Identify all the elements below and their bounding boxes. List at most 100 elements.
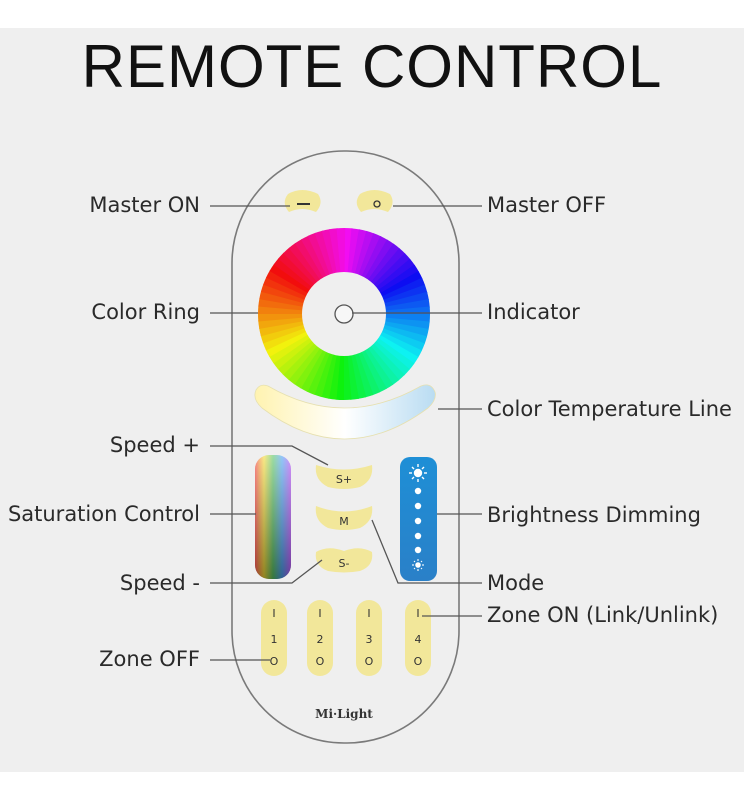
color-ring-segment — [353, 351, 374, 398]
color-ring-segment — [262, 327, 308, 351]
color-ring-segment — [342, 353, 352, 400]
color-ring-segment — [376, 334, 419, 365]
zone-on-symbol: I — [416, 607, 419, 620]
page-title: REMOTE CONTROL — [81, 33, 663, 100]
master-on-button — [284, 190, 321, 212]
color-ring-segment — [381, 324, 428, 345]
color-ring-segment — [301, 235, 328, 280]
label-saturation-control: Saturation Control — [7, 502, 200, 526]
color-ring-segment — [259, 320, 306, 337]
color-ring-segment — [278, 252, 317, 289]
zone-off-symbol: O — [414, 655, 423, 668]
color-ring-segment — [350, 352, 367, 399]
color-ring-segment — [364, 239, 395, 282]
speed-plus-text: S+ — [336, 473, 352, 486]
color-ring-segment — [266, 270, 310, 298]
label-speed-plus: Speed + — [109, 433, 200, 457]
brand-logo: Mi·Light — [315, 707, 373, 721]
zone-on-symbol: I — [272, 607, 275, 620]
zone-1-button — [261, 600, 287, 676]
color-ring-segment — [336, 228, 346, 275]
saturation-control — [255, 455, 291, 579]
color-ring-segment — [381, 284, 428, 305]
zone-4-button — [405, 600, 431, 676]
color-ring-segment — [300, 348, 328, 392]
mode-button — [315, 506, 373, 530]
color-ring-segment — [360, 348, 387, 393]
color-ring-segment — [314, 230, 335, 277]
label-brightness-dimming: Brightness Dimming — [487, 503, 701, 527]
color-ring-segment — [272, 336, 314, 370]
color-ring-segment — [350, 229, 368, 276]
color-ring-segment — [321, 229, 338, 276]
zone-off-symbol: O — [270, 655, 279, 668]
callout-lines — [210, 205, 482, 661]
color-ring-segment — [293, 346, 324, 389]
color-ring-segment — [371, 339, 410, 376]
color-ring-segment — [382, 320, 429, 338]
color-ring — [258, 228, 431, 400]
color-ring-segment — [259, 290, 306, 308]
color-ring-segment — [287, 344, 322, 385]
zone-off-symbol: O — [316, 655, 325, 668]
zone-number: 1 — [271, 633, 278, 646]
label-color-temperature-line: Color Temperature Line — [487, 397, 732, 421]
color-ring-segment — [283, 247, 319, 286]
label-mode: Mode — [487, 571, 545, 595]
label-zone-off: Zone OFF — [99, 647, 200, 671]
speed-plus-button — [315, 465, 373, 489]
color-ring-segment — [282, 341, 319, 380]
color-ring-segment — [344, 228, 353, 275]
mode-text: M — [339, 515, 349, 528]
zone-3-button — [356, 600, 382, 676]
color-ring-segment — [366, 243, 401, 284]
color-ring-segment — [383, 314, 430, 323]
color-ring-segment — [313, 351, 334, 398]
color-ring-segment — [378, 271, 423, 298]
color-ring-segment — [258, 305, 305, 314]
label-zone-on: Zone ON (Link/Unlink) — [487, 603, 719, 627]
color-ring-segment — [306, 350, 331, 395]
color-ring-segment — [260, 323, 307, 344]
speed-minus-text: S- — [339, 557, 350, 570]
zone-number: 2 — [317, 633, 324, 646]
color-ring-segment — [360, 236, 388, 280]
color-ring-segment — [374, 336, 415, 371]
color-ring-segment — [288, 242, 322, 284]
label-indicator: Indicator — [487, 300, 580, 324]
color-ring-segment — [263, 276, 308, 301]
label-master-on: Master ON — [89, 193, 200, 217]
color-ring-segment — [307, 232, 331, 278]
sun-icon — [409, 464, 427, 482]
label-speed-minus: Speed - — [119, 571, 200, 595]
color-ring-segment — [265, 330, 310, 357]
color-ring-segment — [327, 353, 341, 400]
zone-on-symbol: I — [367, 607, 370, 620]
color-ring-segment — [382, 291, 429, 308]
color-ring-segment — [378, 330, 422, 358]
color-ring-segment — [269, 263, 312, 294]
color-ring-segment — [260, 283, 307, 304]
color-ring-segment — [335, 353, 344, 400]
color-ring-segment — [273, 257, 314, 292]
zone-number: 3 — [366, 633, 373, 646]
zone-number: 4 — [415, 633, 422, 646]
zone-off-symbol: O — [365, 655, 374, 668]
color-ring-segment — [258, 312, 305, 322]
color-ring-segment — [380, 277, 426, 301]
speed-minus-button — [315, 548, 373, 573]
zone-2-button — [307, 600, 333, 676]
color-ring-segment — [277, 339, 316, 375]
master-off-button — [356, 190, 393, 212]
color-temperature-line — [254, 384, 436, 440]
color-ring-segment — [383, 317, 430, 331]
color-ring-segment — [376, 264, 420, 295]
color-ring-segment — [369, 342, 405, 381]
color-ring-segment — [347, 228, 361, 275]
color-ring-segment — [372, 253, 411, 289]
indicator-light — [334, 304, 354, 324]
color-ring-segment — [268, 333, 312, 364]
label-color-ring: Color Ring — [91, 300, 200, 324]
